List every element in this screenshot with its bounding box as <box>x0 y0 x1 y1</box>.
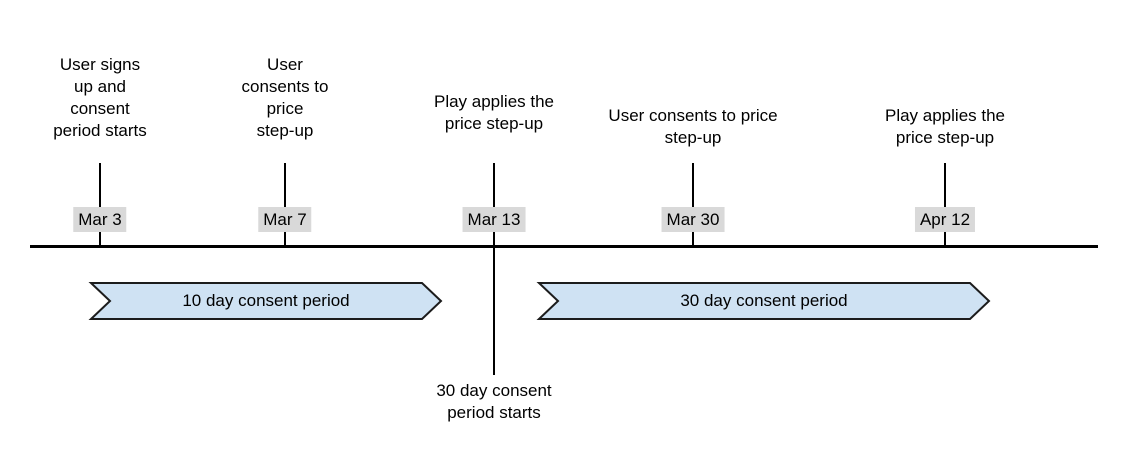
event-date-badge: Apr 12 <box>914 207 976 232</box>
event-tick-line <box>493 163 495 247</box>
consent-start-annotation: 30 day consent period starts <box>436 381 552 422</box>
timeline-axis <box>30 245 1098 248</box>
event-label: Play applies the price step-up <box>433 92 555 133</box>
event-date-badge: Mar 30 <box>661 207 725 232</box>
event-label: User consents to price step-up <box>241 55 329 140</box>
event-label: Play applies the price step-up <box>884 106 1006 147</box>
consent-period-arrow: 10 day consent period <box>88 282 443 320</box>
event-tick-line <box>692 163 694 247</box>
event-tick-line <box>944 163 946 247</box>
period-label: 30 day consent period <box>680 291 848 310</box>
period-label: 10 day consent period <box>182 291 350 310</box>
consent-start-connector-line <box>493 248 495 375</box>
event-label: User consents to price step-up <box>608 106 778 147</box>
consent-period-arrow: 30 day consent period <box>536 282 991 320</box>
event-label: User signs up and consent period starts <box>53 55 147 140</box>
event-tick-line <box>99 163 101 247</box>
period-arrow-shape <box>536 282 991 320</box>
event-tick-line <box>284 163 286 247</box>
period-arrow-shape <box>88 282 443 320</box>
event-date-badge: Mar 7 <box>258 207 312 232</box>
event-date-badge: Mar 13 <box>462 207 526 232</box>
event-date-badge: Mar 3 <box>73 207 127 232</box>
